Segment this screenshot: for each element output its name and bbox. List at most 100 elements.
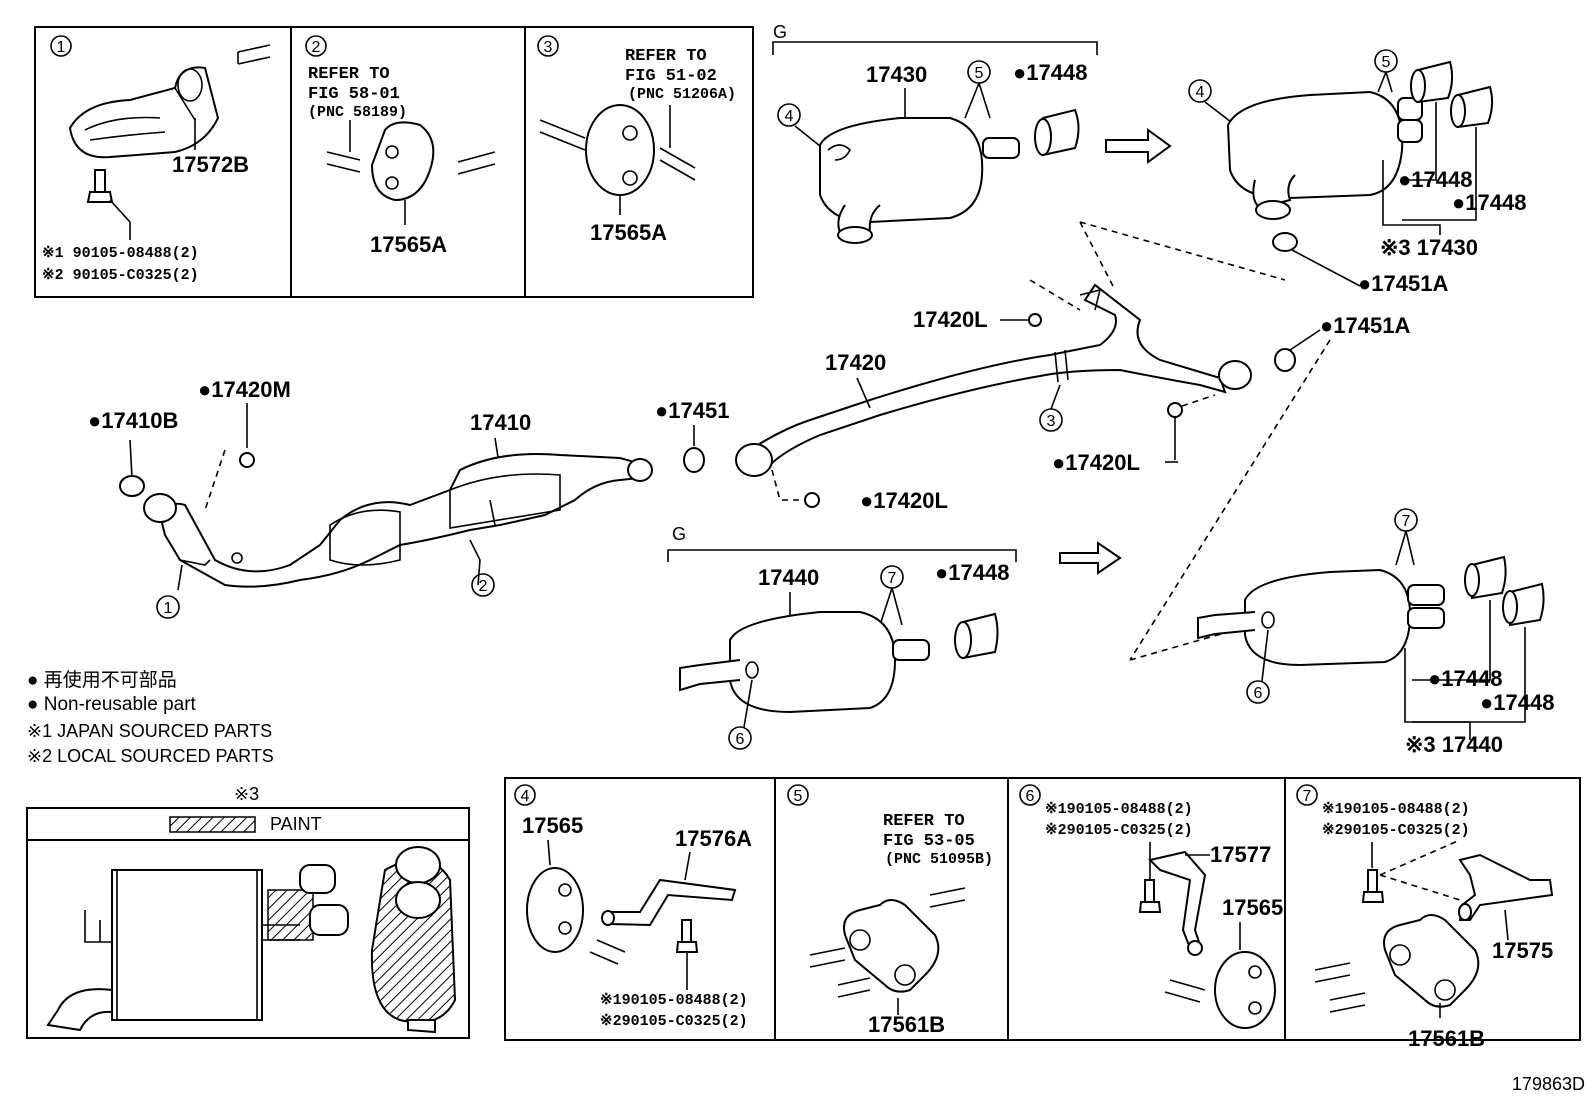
legend-non-reusable-en: ● Non-reusable part bbox=[27, 694, 197, 715]
part-17420L-right: ●17420L bbox=[1052, 450, 1140, 475]
legend-non-reusable-jp: ● 再使用不可部品 bbox=[27, 669, 177, 691]
box4-part-17576A: 17576A bbox=[675, 826, 752, 851]
bracket-17572B-shape bbox=[68, 66, 220, 159]
tail-pipe-shape bbox=[1502, 582, 1545, 627]
box4-note-1: ※190105-08488(2) bbox=[600, 992, 748, 1009]
muffler-17430-alt-group: 4 5 ●17448 ●17448 ※3 17430 bbox=[1188, 49, 1526, 260]
tail-pipe-shape bbox=[1410, 60, 1454, 104]
box7-note-2: ※290105-C0325(2) bbox=[1322, 822, 1470, 839]
bottom-detail-boxes: 4 17565 17576A ※190105-08488(2) ※290105-… bbox=[504, 777, 1581, 1051]
box1-note-2: ※2 90105-C0325(2) bbox=[42, 267, 199, 284]
muffler-shape bbox=[1226, 90, 1423, 220]
rubber-isolator-shape bbox=[843, 899, 940, 993]
box1-note-1: ※1 90105-08488(2) bbox=[42, 245, 199, 262]
muffler-shape bbox=[1197, 568, 1445, 667]
part-17448-top: ●17448 bbox=[1013, 60, 1087, 85]
part-17420M: ●17420M bbox=[198, 377, 291, 402]
box7-part-17575: 17575 bbox=[1492, 938, 1553, 963]
box3-ref-line1: REFER TO bbox=[625, 47, 707, 66]
detail-box-1: 1 17572B ※1 90105-08488(2) ※2 90105-C032… bbox=[34, 26, 754, 298]
rubber-hanger-shape bbox=[1214, 951, 1276, 1029]
box2-part: 17565A bbox=[370, 232, 447, 257]
paint-label: PAINT bbox=[270, 814, 322, 834]
legend-japan-sourced: ※1 JAPAN SOURCED PARTS bbox=[27, 721, 272, 741]
callout-6-right: 6 bbox=[1254, 685, 1263, 702]
box2-ref-line1: REFER TO bbox=[308, 65, 390, 84]
muffler-shape bbox=[819, 117, 1020, 244]
box5-number: 5 bbox=[794, 788, 803, 805]
gasket-shape bbox=[683, 447, 705, 473]
muffler-17440-alt-group: 7 ●17448 ●17448 ※3 17440 6 bbox=[1197, 508, 1554, 757]
paint-box-title: ※3 bbox=[234, 784, 259, 804]
muffler-17440-group: G 17440 7 ●17448 6 bbox=[667, 524, 1017, 750]
muffler-shape bbox=[679, 611, 930, 714]
part-17420L-bottom: ●17420L bbox=[860, 488, 948, 513]
tail-pipe-shape bbox=[1450, 85, 1494, 129]
arrow-icon bbox=[1059, 541, 1122, 575]
callout-7-right: 7 bbox=[1402, 513, 1411, 530]
bolt-icon bbox=[1361, 869, 1385, 903]
part-17448-br-1: ●17448 bbox=[1428, 666, 1502, 691]
box4-note-2: ※290105-C0325(2) bbox=[600, 1013, 748, 1030]
part-17410: 17410 bbox=[470, 410, 531, 435]
part-17430: 17430 bbox=[866, 62, 927, 87]
box3-part: 17565A bbox=[590, 220, 667, 245]
box7-number: 7 bbox=[1303, 788, 1312, 805]
box5-ref-line1: REFER TO bbox=[883, 812, 965, 831]
callout-3: 3 bbox=[1047, 413, 1056, 430]
callout-6-bottom: 6 bbox=[736, 731, 745, 748]
front-pipe-17410: ●17420M ●17410B 17410 1 2 bbox=[88, 377, 653, 619]
figure-id: 179863D bbox=[1512, 1074, 1585, 1094]
box2-number: 2 bbox=[312, 39, 321, 56]
tail-pipe-shape bbox=[954, 612, 999, 660]
part-17420L-top: 17420L bbox=[913, 307, 988, 332]
rubber-hanger-shape bbox=[370, 121, 435, 202]
box7-note-1: ※190105-08488(2) bbox=[1322, 801, 1470, 818]
rubber-hanger-shape bbox=[526, 867, 584, 953]
center-pipe-17420: 17420L 17420 3 ●17420L ●17420L bbox=[735, 221, 1331, 661]
bolt-icon bbox=[1138, 879, 1162, 913]
part-17410B: ●17410B bbox=[88, 408, 178, 433]
callout-7-bottom: 7 bbox=[888, 570, 897, 587]
group-g-top: G bbox=[773, 22, 787, 42]
callout-2: 2 bbox=[479, 578, 488, 595]
box6-number: 6 bbox=[1026, 788, 1035, 805]
group-g-bottom: G bbox=[672, 524, 686, 544]
legend: ● 再使用不可部品 ● Non-reusable part ※1 JAPAN S… bbox=[27, 669, 274, 766]
box4-part-17565: 17565 bbox=[522, 813, 583, 838]
gasket-shape bbox=[1272, 232, 1298, 252]
box6-note-2: ※290105-C0325(2) bbox=[1045, 822, 1193, 839]
part-17451: ●17451 bbox=[655, 398, 729, 423]
paint-hatch-swatch bbox=[169, 816, 256, 833]
muffler-end-view bbox=[370, 846, 457, 1034]
bolt-icon bbox=[86, 169, 114, 203]
box6-part-17577: 17577 bbox=[1210, 842, 1271, 867]
part-17440-alt: ※3 17440 bbox=[1405, 732, 1503, 757]
rubber-hanger-shape bbox=[585, 104, 655, 196]
part-17448-bottom: ●17448 bbox=[935, 560, 1009, 585]
part-17448-br-2: ●17448 bbox=[1480, 690, 1554, 715]
callout-4-right: 4 bbox=[1196, 84, 1205, 101]
paint-note-box: ※3 PAINT bbox=[26, 784, 470, 1039]
box6-note-1: ※190105-08488(2) bbox=[1045, 801, 1193, 818]
part-17451A-top: ●17451A bbox=[1358, 271, 1448, 296]
muffler-side-view bbox=[46, 864, 349, 1032]
rubber-isolator-shape bbox=[1383, 914, 1480, 1008]
tail-pipe-shape bbox=[1034, 108, 1080, 157]
part-17572B: 17572B bbox=[172, 152, 249, 177]
box1-number: 1 bbox=[57, 39, 66, 56]
part-17430-alt: ※3 17430 bbox=[1380, 235, 1478, 260]
box4-number: 4 bbox=[521, 788, 530, 805]
box5-ref-line3: (PNC 51095B) bbox=[885, 851, 993, 868]
box3-ref-line2: FIG 51-02 bbox=[625, 67, 717, 86]
box3-ref-line3: (PNC 51206A) bbox=[628, 86, 736, 103]
box7-part-17561B: 17561B bbox=[1408, 1026, 1485, 1051]
box2-ref-line2: FIG 58-01 bbox=[308, 85, 400, 104]
callout-5-right: 5 bbox=[1382, 54, 1391, 71]
callout-5-top: 5 bbox=[975, 65, 984, 82]
box2-ref-line3: (PNC 58189) bbox=[308, 104, 407, 121]
bolt-icon bbox=[675, 919, 699, 953]
callout-4-top: 4 bbox=[785, 108, 794, 125]
box6-part-17565: 17565 bbox=[1222, 895, 1283, 920]
part-17440: 17440 bbox=[758, 565, 819, 590]
